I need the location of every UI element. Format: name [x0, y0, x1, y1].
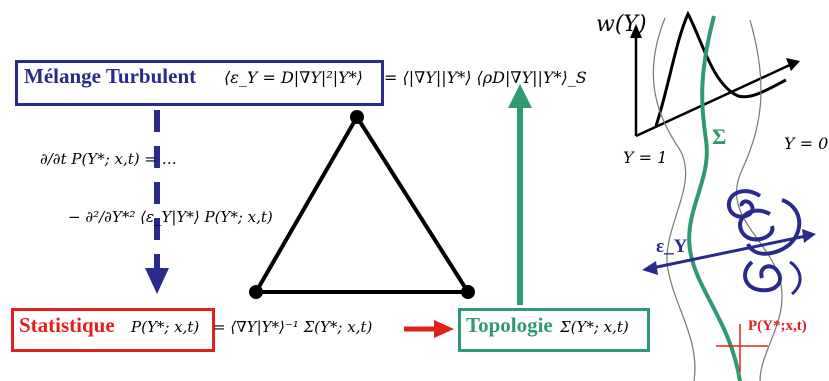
y0-label: Y = 0 [784, 134, 829, 153]
red-arrow [404, 320, 454, 338]
pdf-curve [654, 10, 787, 127]
topologie-equation: Σ(Y*; x,t) [560, 318, 629, 336]
iso-line-left [652, 17, 696, 381]
blue-dashed-arrow [145, 110, 169, 294]
fokker-planck-line-1: ∂/∂t P(Y*; x,t) = … [40, 150, 177, 168]
eddy-4 [743, 260, 782, 293]
triangle-left-vertex [249, 285, 263, 299]
statistique-title: Statistique [19, 313, 115, 337]
interface-panel [630, 10, 816, 381]
triangle-left-edge [254, 116, 359, 293]
epsilon-arrow-line [651, 234, 807, 270]
top-box-melange [15, 60, 384, 106]
eddy-1 [726, 189, 762, 219]
triangle-right-edge [355, 115, 470, 294]
green-arrow [508, 84, 532, 305]
pdf-label: w(Y) [596, 12, 647, 37]
triangle-top-vertex [350, 110, 364, 124]
epsilon-arrowhead-left [642, 261, 658, 275]
probe-pdf-label: P(Y*;x,t) [748, 318, 807, 334]
sigma-label: Σ [712, 124, 727, 149]
eddy-3 [746, 198, 802, 256]
eddy-5 [789, 260, 802, 296]
pdf-horizontal-axis-arrow [786, 58, 800, 71]
iso-line-right [735, 19, 783, 381]
bottom-middle-equation: = ⟨∇Y|Y*⟩⁻¹ Σ(Y*; x,t) [213, 318, 373, 336]
triangle-right-vertex [461, 285, 475, 299]
interface-sigma-curve [687, 15, 742, 381]
blue-arrowhead [145, 268, 169, 294]
triangle [249, 110, 475, 299]
bottom-right-box-topologie [458, 308, 650, 352]
melange-title: Mélange Turbulent [24, 64, 197, 88]
statistique-equation: P(Y*; x,t) [131, 318, 200, 336]
y1-label: Y = 1 [623, 148, 668, 167]
epsilon-label: ε_Y [656, 236, 688, 257]
topologie-title: Topologie [466, 313, 553, 337]
red-arrowhead [434, 320, 454, 338]
pdf-vertical-axis-arrow [630, 24, 642, 38]
pdf-horizontal-axis [635, 62, 793, 138]
melange-equation: ⟨ε_Y = D|∇Y|²|Y*⟩ [224, 68, 363, 87]
fokker-planck-line-2: − ∂²/∂Y*² ⟨ε_Y|Y*⟩ P(Y*; x,t) [68, 208, 273, 226]
melange-continuation: = ⟨|∇Y||Y*⟩ ⟨ρD|∇Y||Y*⟩_S [384, 68, 587, 87]
green-arrowhead [508, 84, 532, 108]
eddy-2 [738, 208, 775, 242]
epsilon-arrowhead-right [802, 229, 816, 243]
bottom-left-box-statistique [11, 308, 215, 352]
